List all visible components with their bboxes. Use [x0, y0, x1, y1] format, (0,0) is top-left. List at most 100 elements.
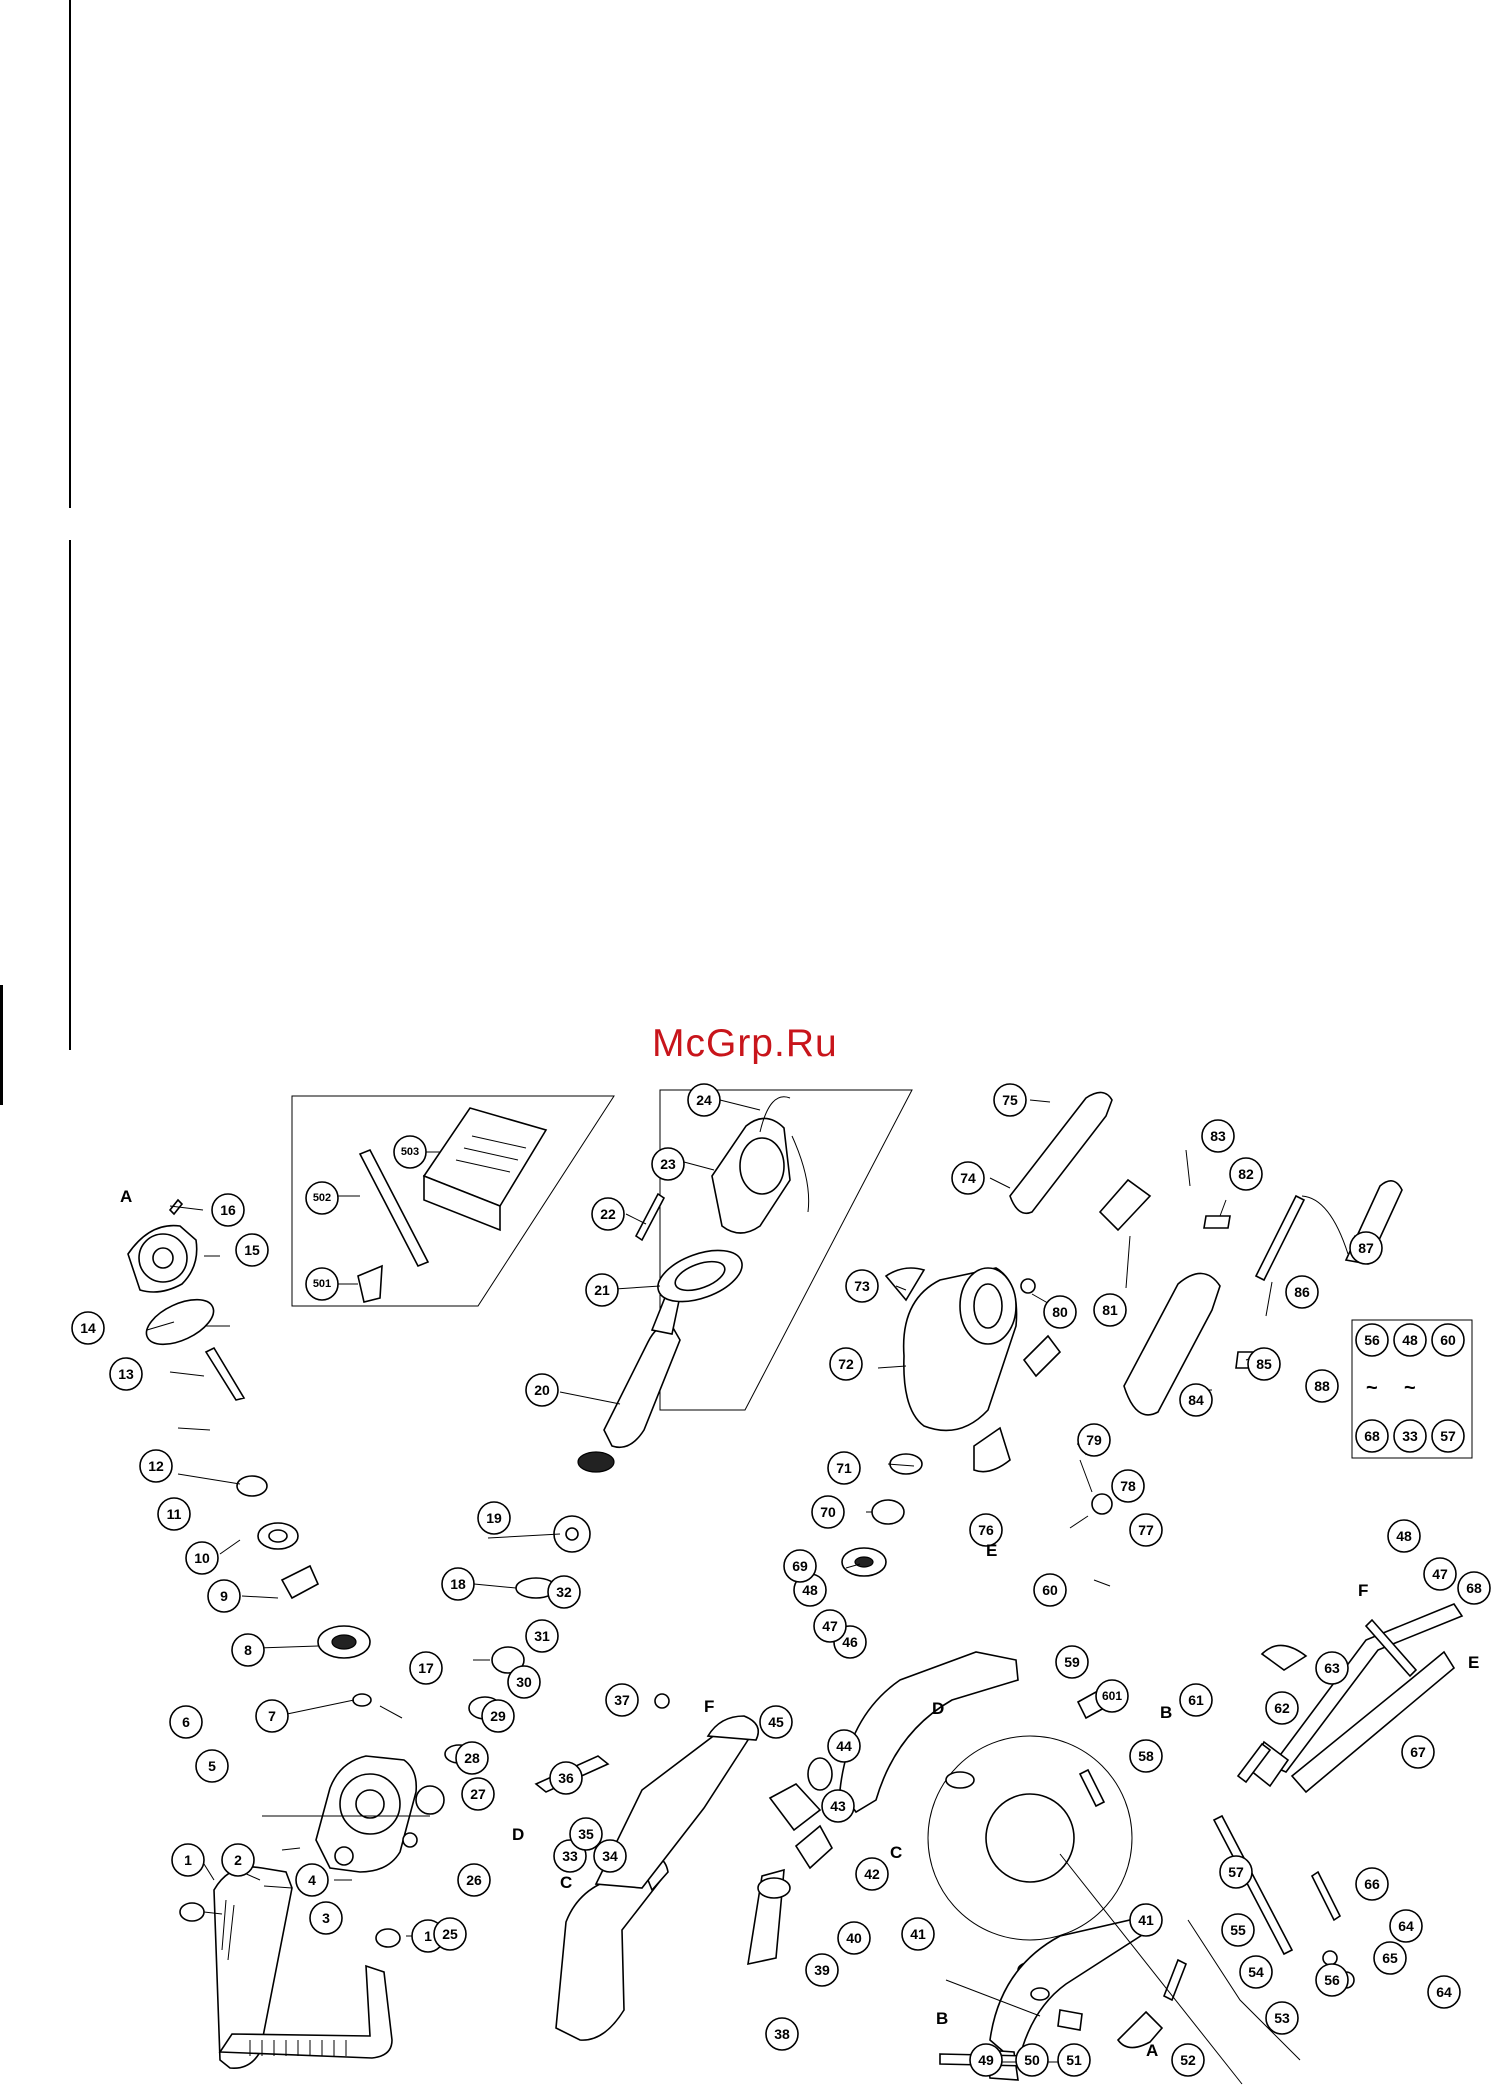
callout-label: 43 — [830, 1798, 846, 1814]
spindle-parts-drawing — [127, 1198, 372, 1707]
callout-label: 6 — [182, 1714, 190, 1730]
callout-label: 55 — [1230, 1922, 1246, 1938]
callout-label: 33 — [562, 1848, 578, 1864]
callout-16: 16 — [211, 1193, 245, 1227]
callout-label: 501 — [313, 1278, 331, 1290]
callout-label: 75 — [1002, 1092, 1018, 1108]
callout-label: 27 — [470, 1786, 486, 1802]
callout-label: 41 — [1138, 1912, 1154, 1928]
set88-68: 68 — [1355, 1419, 1389, 1453]
callout-42: 42 — [855, 1857, 889, 1891]
callout-74: 74 — [951, 1161, 985, 1195]
callout-label: 66 — [1364, 1876, 1380, 1892]
callout-label: 56 — [1324, 1972, 1340, 1988]
motor-housing-drawing — [841, 1267, 1018, 1577]
watermark-text: McGrp.Ru — [652, 1022, 838, 1065]
callout-57: 57 — [1219, 1855, 1253, 1889]
callout-label: 63 — [1324, 1660, 1340, 1676]
callout-label: 84 — [1188, 1392, 1204, 1408]
callout-label: 42 — [864, 1866, 880, 1882]
callout-3: 3 — [309, 1901, 343, 1935]
callout-80: 80 — [1043, 1295, 1077, 1329]
callout-label: 25 — [442, 1926, 458, 1942]
callout-label: 1 — [184, 1852, 192, 1868]
callout-label: 30 — [516, 1674, 532, 1690]
callout-38: 38 — [765, 2017, 799, 2051]
ref-letter-D-middle: D — [932, 1699, 944, 1718]
set88-frame — [1351, 1319, 1473, 1459]
callout-14: 14 — [71, 1311, 105, 1345]
callout-label: 48 — [802, 1582, 818, 1598]
callout-label: 17 — [418, 1660, 434, 1676]
callout-82: 82 — [1229, 1157, 1263, 1191]
callout-30: 30 — [507, 1665, 541, 1699]
callout-51: 51 — [1057, 2043, 1091, 2077]
callout-50: 50 — [1015, 2043, 1049, 2077]
callout-label: 15 — [244, 1242, 260, 1258]
callout-66: 66 — [1355, 1867, 1389, 1901]
callout-label: 61 — [1188, 1692, 1204, 1708]
set88-57: 57 — [1431, 1419, 1465, 1453]
callout-label: 60 — [1042, 1582, 1058, 1598]
ref-letter-E-base: E — [1468, 1653, 1479, 1672]
callout-label: 74 — [960, 1170, 976, 1186]
callout-label: 50 — [1024, 2052, 1040, 2068]
callout-19: 19 — [477, 1501, 511, 1535]
callout-label: 4 — [308, 1872, 316, 1888]
side-handle-drawing — [179, 1866, 401, 2069]
callout-label: 9 — [220, 1588, 228, 1604]
callout-label: 38 — [774, 2026, 790, 2042]
callout-2: 2 — [221, 1843, 255, 1877]
callout-24: 24 — [687, 1083, 721, 1117]
callout-label: 26 — [466, 1872, 482, 1888]
set88-tilde-1: ~ — [1366, 1377, 1378, 1399]
callout-label: 2 — [234, 1852, 242, 1868]
set88-60: 60 — [1431, 1323, 1465, 1357]
callout-label: 13 — [118, 1366, 134, 1382]
callout-label: 72 — [838, 1356, 854, 1372]
callout-41a: 41 — [901, 1917, 935, 1951]
callout-label: 7 — [268, 1708, 276, 1724]
callout-label: 87 — [1358, 1240, 1374, 1256]
motor-frame — [659, 1089, 913, 1411]
callout-76: 76 — [969, 1513, 1003, 1547]
callout-58: 58 — [1129, 1739, 1163, 1773]
callout-label: 78 — [1120, 1478, 1136, 1494]
callout-label: 51 — [1066, 2052, 1082, 2068]
callout-4: 4 — [295, 1863, 329, 1897]
callout-label: 39 — [814, 1962, 830, 1978]
callout-label: 88 — [1314, 1378, 1330, 1394]
callout-label: 48 — [1402, 1332, 1418, 1348]
callout-73: 73 — [845, 1269, 879, 1303]
callout-label: 73 — [854, 1278, 870, 1294]
callout-label: 34 — [602, 1848, 618, 1864]
set88-56: 56 — [1355, 1323, 1389, 1357]
callout-label: 16 — [220, 1202, 236, 1218]
callout-label: 37 — [614, 1692, 630, 1708]
callout-label: 8 — [244, 1642, 252, 1658]
callout-label: 82 — [1238, 1166, 1254, 1182]
callout-label: 11 — [167, 1506, 182, 1522]
stator-drawing — [634, 1096, 810, 1303]
callout-501: 501 — [305, 1267, 339, 1301]
callout-88: 88 — [1305, 1369, 1339, 1403]
callout-label: 47 — [1432, 1566, 1448, 1582]
callout-22: 22 — [591, 1197, 625, 1231]
callout-6: 6 — [169, 1705, 203, 1739]
callout-label: 59 — [1064, 1654, 1080, 1670]
callout-23: 23 — [651, 1147, 685, 1181]
callout-78: 78 — [1111, 1469, 1145, 1503]
accessory-frame — [291, 1095, 615, 1307]
callout-32: 32 — [547, 1575, 581, 1609]
callout-77: 77 — [1129, 1513, 1163, 1547]
callout-8: 8 — [231, 1633, 265, 1667]
callout-28: 28 — [455, 1741, 489, 1775]
callout-53: 53 — [1265, 2001, 1299, 2035]
callout-label: 20 — [534, 1382, 550, 1398]
callout-label: 57 — [1440, 1428, 1456, 1444]
callout-67: 67 — [1401, 1735, 1435, 1769]
callout-43: 43 — [821, 1789, 855, 1823]
set88-48: 48 — [1393, 1323, 1427, 1357]
callout-label: 5 — [208, 1758, 216, 1774]
